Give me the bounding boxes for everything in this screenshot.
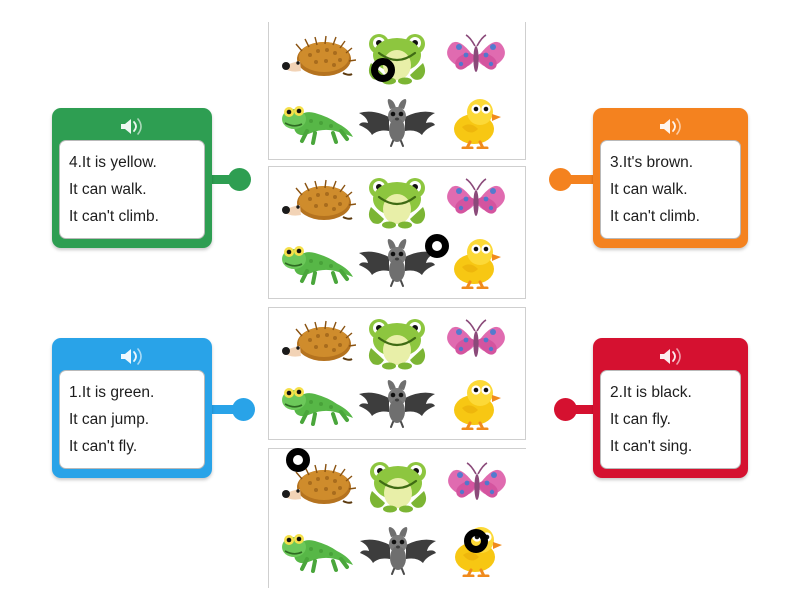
connector-knob[interactable] xyxy=(554,398,577,421)
animal-grid xyxy=(269,167,525,298)
black-ring-marker[interactable] xyxy=(286,448,310,472)
picture-panel-3[interactable] xyxy=(268,307,526,440)
animal-bat xyxy=(357,374,437,436)
connector-knob[interactable] xyxy=(232,398,255,421)
animal-hedgehog xyxy=(279,453,358,519)
connector-knob[interactable] xyxy=(228,168,251,191)
animal-lizard xyxy=(279,91,357,156)
animal-bat xyxy=(358,519,438,585)
animal-lizard xyxy=(279,374,357,436)
animal-hedgehog xyxy=(279,26,357,91)
word-card-line-2: It can walk. xyxy=(610,181,688,199)
word-card-body: 3.It's brown. It can walk. It can't clim… xyxy=(600,140,741,239)
word-card-line-3: It can't climb. xyxy=(69,208,159,226)
picture-panel-1[interactable] xyxy=(268,22,526,160)
word-card-line-2: It can jump. xyxy=(69,411,150,429)
speaker-icon[interactable] xyxy=(600,115,741,137)
word-card-line-1: 4.It is yellow. xyxy=(69,154,157,172)
animal-bat xyxy=(357,233,437,295)
word-card-green[interactable]: 4.It is yellow. It can walk. It can't cl… xyxy=(52,108,212,248)
animal-lizard xyxy=(279,519,358,585)
speaker-icon[interactable] xyxy=(59,115,205,137)
connector-stem xyxy=(205,405,243,414)
word-card-line-3: It can't fly. xyxy=(69,438,138,456)
word-card-line-1: 3.It's brown. xyxy=(610,154,694,172)
animal-butterfly xyxy=(437,312,515,374)
word-card-line-1: 1.It is green. xyxy=(69,384,155,402)
connector-stem xyxy=(205,175,239,184)
animal-lizard xyxy=(279,233,357,295)
animal-grid xyxy=(269,22,525,159)
animal-frog xyxy=(357,171,437,233)
connector-knob[interactable] xyxy=(549,168,572,191)
animal-frog xyxy=(357,26,437,91)
word-card-line-3: It can't climb. xyxy=(610,208,700,226)
black-ring-marker[interactable] xyxy=(371,58,395,82)
picture-panel-4[interactable] xyxy=(268,448,526,588)
connector-stem xyxy=(560,175,598,184)
speaker-icon[interactable] xyxy=(59,345,205,367)
animal-chick xyxy=(437,233,515,295)
animal-hedgehog xyxy=(279,171,357,233)
connector-stem xyxy=(566,405,600,414)
animal-chick xyxy=(437,91,515,156)
animal-chick xyxy=(437,374,515,436)
word-card-line-2: It can walk. xyxy=(69,181,147,199)
speaker-icon[interactable] xyxy=(600,345,741,367)
animal-butterfly xyxy=(437,26,515,91)
word-card-body: 4.It is yellow. It can walk. It can't cl… xyxy=(59,140,205,239)
word-card-line-1: 2.It is black. xyxy=(610,384,692,402)
animal-butterfly xyxy=(438,453,517,519)
word-card-line-2: It can fly. xyxy=(610,411,671,429)
word-card-blue[interactable]: 1.It is green. It can jump. It can't fly… xyxy=(52,338,212,478)
animal-hedgehog xyxy=(279,312,357,374)
animal-grid xyxy=(269,308,525,439)
word-card-red[interactable]: 2.It is black. It can fly. It can't sing… xyxy=(593,338,748,478)
word-card-orange[interactable]: 3.It's brown. It can walk. It can't clim… xyxy=(593,108,748,248)
word-card-body: 2.It is black. It can fly. It can't sing… xyxy=(600,370,741,469)
word-card-line-3: It can't sing. xyxy=(610,438,693,456)
word-card-body: 1.It is green. It can jump. It can't fly… xyxy=(59,370,205,469)
animal-bat xyxy=(357,91,437,156)
animal-frog xyxy=(358,453,438,519)
black-ring-marker[interactable] xyxy=(425,234,449,258)
animal-grid xyxy=(269,449,526,588)
picture-panel-2[interactable] xyxy=(268,166,526,299)
animal-frog xyxy=(357,312,437,374)
animal-butterfly xyxy=(437,171,515,233)
black-ring-marker[interactable] xyxy=(464,529,488,553)
